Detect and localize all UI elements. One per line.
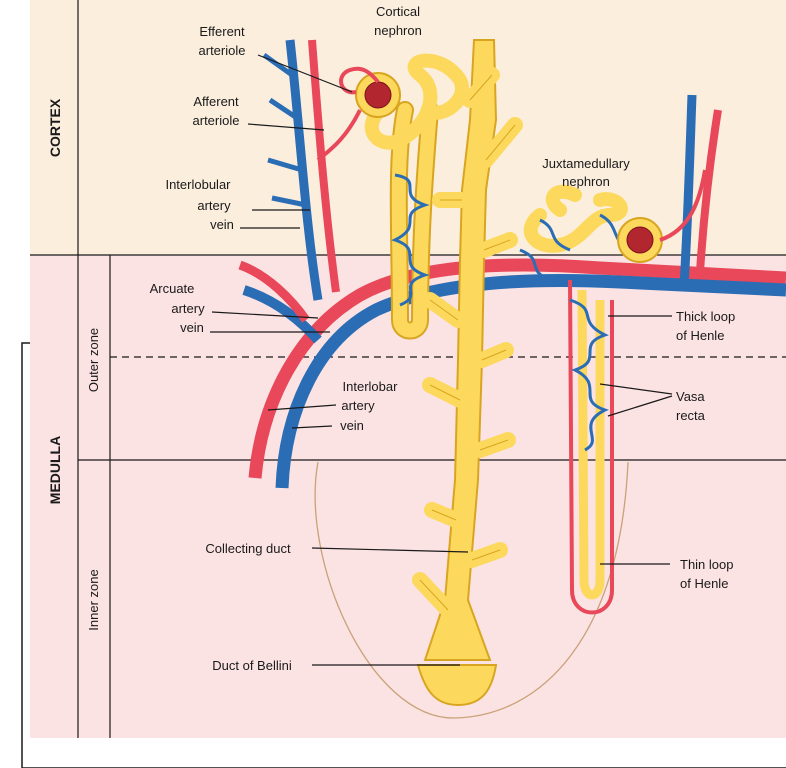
outer-zone-label: Outer zone (86, 328, 101, 392)
label-efferent-arteriole: arteriole (199, 43, 246, 58)
label-duct-of-bellini: Duct of Bellini (212, 658, 292, 673)
juxtamedullary-glomerulus (627, 227, 653, 253)
medulla-label: MEDULLA (47, 436, 63, 504)
label-afferent-arteriole: arteriole (193, 113, 240, 128)
label-afferent: Afferent (193, 94, 239, 109)
label-arcuate: Arcuate (150, 281, 195, 296)
cortical-glomerulus (365, 82, 391, 108)
label-interlobular-artery: artery (197, 198, 231, 213)
label-juxtamedullary: Juxtamedullary (542, 156, 630, 171)
label-cortical-nephron: nephron (374, 23, 422, 38)
label-interlobular-vein: vein (210, 217, 234, 232)
label-efferent: Efferent (199, 24, 245, 39)
label-recta: recta (676, 408, 706, 423)
label-interlobular: Interlobular (165, 177, 231, 192)
label-thin-loop-henle: of Henle (680, 576, 728, 591)
label-interlobar: Interlobar (343, 379, 399, 394)
label-arcuate-artery: artery (171, 301, 205, 316)
label-arcuate-vein: vein (180, 320, 204, 335)
label-collecting-duct: Collecting duct (205, 541, 291, 556)
label-thick-loop-henle: of Henle (676, 328, 724, 343)
label-thick-loop: Thick loop (676, 309, 735, 324)
label-juxtamedullary-nephron: nephron (562, 174, 610, 189)
label-interlobar-artery: artery (341, 398, 375, 413)
label-thin-loop: Thin loop (680, 557, 733, 572)
cortex-label: CORTEX (47, 98, 63, 157)
label-cortical: Cortical (376, 4, 420, 19)
inner-zone-label: Inner zone (86, 569, 101, 630)
label-interlobar-vein: vein (340, 418, 364, 433)
label-vasa: Vasa (676, 389, 705, 404)
